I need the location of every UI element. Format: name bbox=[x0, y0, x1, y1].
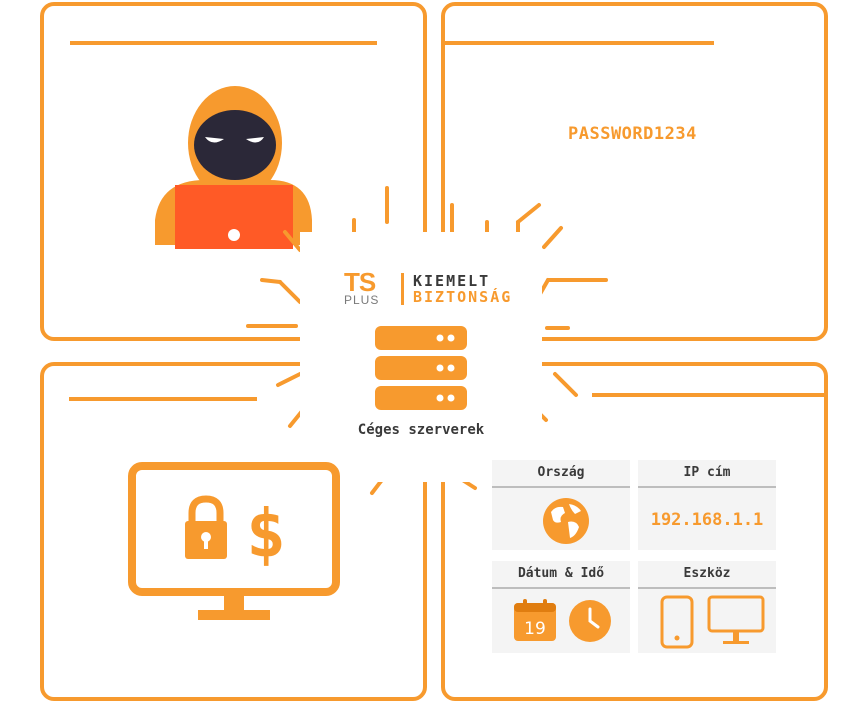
label-country: Ország bbox=[537, 465, 585, 480]
password-text: PASSWORD1234 bbox=[568, 124, 697, 144]
info-cell-ip bbox=[638, 460, 776, 550]
globe-icon bbox=[543, 498, 589, 544]
label-device: Eszköz bbox=[683, 566, 731, 581]
dollar-icon: $ bbox=[246, 498, 286, 566]
divider-line bbox=[69, 397, 257, 401]
info-divider bbox=[638, 587, 776, 589]
logo-tagline: KIEMELT BIZTONSÁG bbox=[413, 273, 512, 305]
calendar-icon: 19 bbox=[514, 599, 556, 641]
label-ip: IP cím bbox=[683, 465, 731, 480]
info-divider bbox=[492, 587, 630, 589]
server-label: Céges szerverek bbox=[357, 422, 485, 438]
logo-line1: KIEMELT bbox=[413, 272, 491, 290]
calendar-day: 19 bbox=[524, 619, 546, 639]
divider-line bbox=[592, 393, 828, 397]
info-divider bbox=[638, 486, 776, 488]
logo-line2: BIZTONSÁG bbox=[413, 288, 513, 306]
clock-icon bbox=[569, 600, 611, 642]
dollar-sign: $ bbox=[246, 498, 286, 566]
padlock-icon bbox=[185, 495, 227, 559]
info-divider bbox=[492, 486, 630, 488]
logo-divider bbox=[401, 273, 404, 305]
logo-ts: TS bbox=[344, 267, 376, 297]
desktop-icon bbox=[707, 595, 765, 644]
logo-plus: PLUS bbox=[344, 293, 380, 307]
divider-line bbox=[444, 41, 714, 45]
server-icon bbox=[375, 326, 467, 410]
ip-value: 192.168.1.1 bbox=[650, 510, 764, 530]
monitor-icon bbox=[128, 462, 340, 620]
hacker-illustration bbox=[155, 86, 312, 249]
tsplus-logo: TS PLUS bbox=[344, 267, 380, 307]
divider-line bbox=[70, 41, 377, 45]
smartphone-icon bbox=[660, 595, 694, 649]
label-datetime: Dátum & Idő bbox=[517, 566, 605, 581]
